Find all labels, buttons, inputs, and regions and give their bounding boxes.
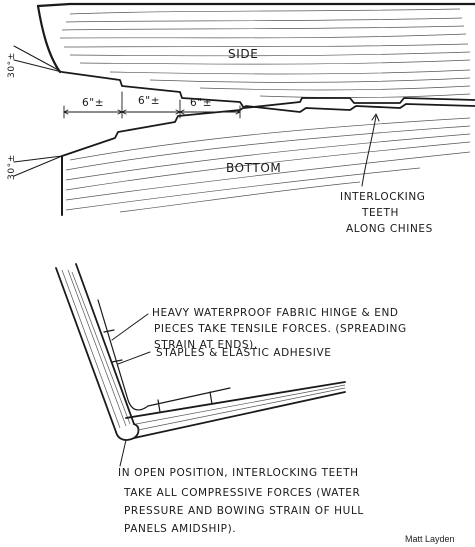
side-label: SIDE	[228, 47, 258, 61]
fabric-hinge	[97, 299, 231, 411]
hinge-callout-line-2: PIECES TAKE TENSILE FORCES. (SPREADING	[154, 323, 407, 335]
dimension-label-2: 6"±	[138, 95, 160, 107]
hinge-callout-line-1: HEAVY WATERPROOF FABRIC HINGE & END	[152, 307, 399, 319]
bottom-panel-section	[125, 381, 346, 439]
open-callout-line-2: TAKE ALL COMPRESSIVE FORCES (WATER	[123, 487, 360, 499]
side-panel-section	[55, 263, 135, 433]
open-callout-line-1: IN OPEN POSITION, INTERLOCKING TEETH	[118, 467, 359, 479]
side-panel-edge	[36, 2, 475, 8]
bottom-panel-grain	[65, 117, 471, 213]
side-teeth-edge	[61, 71, 475, 109]
angle-line-top	[13, 45, 63, 73]
open-callout-pointer	[119, 439, 127, 467]
side-panel-grain	[59, 8, 471, 98]
angle-label-top: 30°±	[7, 52, 17, 78]
dimension-label-3: 6"±	[190, 97, 212, 109]
open-callout-line-4: PANELS AMIDSHIP).	[124, 523, 236, 535]
open-callout-line-3: PRESSURE AND BOWING STRAIN OF HULL	[124, 505, 364, 517]
angle-line-bottom	[13, 155, 63, 177]
staples-callout-pointer	[117, 351, 151, 365]
hinge-callout-line-3: STRAIN AT ENDS).	[154, 339, 258, 351]
hinge-callout-pointer	[111, 313, 149, 341]
angle-label-bottom: 30°±	[7, 154, 17, 180]
teeth-callout-line-3: ALONG CHINES	[346, 223, 433, 235]
teeth-callout-pointer	[361, 113, 380, 187]
side-panel-grain-lines	[61, 269, 131, 429]
dimension-lines	[63, 91, 241, 119]
bottom-label: BOTTOM	[226, 161, 281, 175]
staples-callout: STAPLES & ELASTIC ADHESIVE	[156, 347, 332, 359]
dimension-label-1: 6"±	[82, 97, 104, 109]
teeth-callout-line-2: TEETH	[361, 207, 399, 219]
teeth-callout-line-1: INTERLOCKING	[340, 191, 426, 203]
bottom-figure: HEAVY WATERPROOF FABRIC HINGE & END PIEC…	[55, 263, 407, 535]
bottom-panel-grain-lines	[135, 384, 346, 431]
signature: Matt Layden	[405, 534, 455, 544]
top-figure: SIDE BOTTOM 6"± 6"± 6"± 30°± 30°± INTERL…	[7, 2, 475, 235]
staples	[103, 329, 213, 413]
bottom-teeth-edge	[61, 103, 475, 157]
side-panel-left-edge	[36, 4, 62, 74]
